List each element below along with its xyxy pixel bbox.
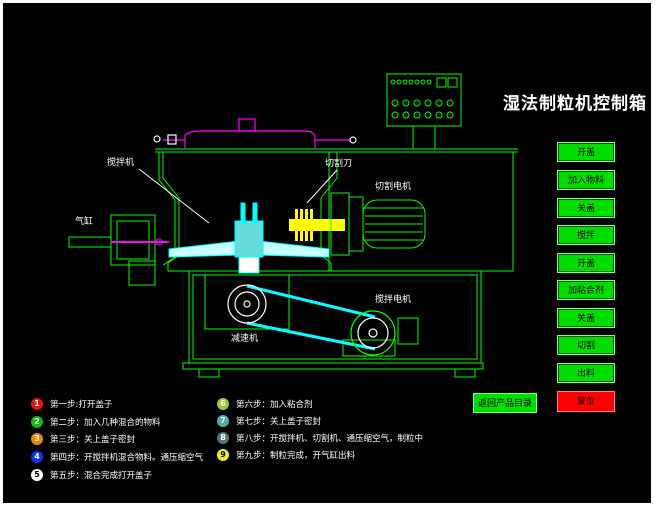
step-text: 第八步：开搅拌机、切割机、通压缩空气，制粒中 <box>236 434 424 444</box>
lid <box>153 118 357 149</box>
step-text: 第六步：加入粘合剂 <box>236 400 313 410</box>
label-pointers <box>138 168 338 224</box>
step-text: 第五步：混合完成打开盖子 <box>50 471 153 481</box>
cut-button[interactable]: 切割 <box>557 335 615 355</box>
cutter-motor <box>330 192 426 256</box>
close-lid-button[interactable]: 关盖 <box>557 198 615 218</box>
add-binder-button[interactable]: 加粘合剂 <box>557 280 615 300</box>
label-cutter-blade: 切割刀 <box>325 159 353 169</box>
granulator-diagram <box>68 73 518 378</box>
step-item: 2 第二步：加入几种混合的物料 <box>31 415 161 429</box>
machine-panel: 湿法制粒机控制箱 搅拌机 切割刀 切割电机 气缸 搅拌电机 减速机 开盖 加入物… <box>3 3 651 503</box>
step-number: 9 <box>217 449 229 461</box>
step-number: 5 <box>31 469 43 481</box>
discharge-button[interactable]: 出料 <box>557 363 615 383</box>
machine-frame <box>155 148 518 378</box>
belt-drive <box>227 284 396 356</box>
step-number: 1 <box>31 398 43 410</box>
step-number: 4 <box>31 451 43 463</box>
label-cylinder: 气缸 <box>75 217 94 227</box>
step-number: 8 <box>217 432 229 444</box>
close-lid-again-button[interactable]: 关盖 <box>557 308 615 328</box>
step-number: 7 <box>217 415 229 427</box>
add-material-button[interactable]: 加入物料 <box>557 170 615 190</box>
label-stir-motor: 搅拌电机 <box>375 295 412 305</box>
step-item: 5 第五步：混合完成打开盖子 <box>31 468 152 482</box>
step-text: 第七步：关上盖子密封 <box>236 417 322 427</box>
impeller <box>168 202 330 274</box>
label-cutter-motor: 切割电机 <box>375 182 412 192</box>
step-text: 第四步：开搅拌机混合物料。通压缩空气 <box>50 453 204 463</box>
label-stirrer: 搅拌机 <box>107 158 135 168</box>
step-number: 6 <box>217 398 229 410</box>
step-text: 第三步：关上盖子密封 <box>50 435 136 445</box>
control-box <box>386 73 462 149</box>
step-number: 2 <box>31 416 43 428</box>
panel-title: 湿法制粒机控制箱 <box>503 94 647 114</box>
step-item: 6 第六步：加入粘合剂 <box>217 397 313 411</box>
reset-button[interactable]: 复位 <box>557 391 615 412</box>
step-text: 第二步：加入几种混合的物料 <box>50 418 161 428</box>
step-item: 4 第四步：开搅拌机混合物料。通压缩空气 <box>31 450 203 464</box>
stir-button[interactable]: 搅拌 <box>557 225 615 245</box>
label-reducer: 减速机 <box>231 334 259 344</box>
step-item: 9 第九步：制粒完成，开气缸出料 <box>217 448 355 462</box>
air-cylinder <box>68 214 169 286</box>
step-text: 第一步:打开盖子 <box>50 400 113 410</box>
return-catalog-button[interactable]: 返回产品目录 <box>473 393 537 413</box>
step-item: 3 第三步：关上盖子密封 <box>31 432 135 446</box>
cutter <box>289 209 345 241</box>
step-item: 1 第一步:打开盖子 <box>31 397 112 411</box>
step-text: 第九步：制粒完成，开气缸出料 <box>236 451 356 461</box>
step-number: 3 <box>31 433 43 445</box>
step-item: 7 第七步：关上盖子密封 <box>217 414 321 428</box>
step-item: 8 第八步：开搅拌机、切割机、通压缩空气，制粒中 <box>217 431 423 445</box>
open-lid-button[interactable]: 开盖 <box>557 142 615 162</box>
open-lid-again-button[interactable]: 开盖 <box>557 253 615 273</box>
